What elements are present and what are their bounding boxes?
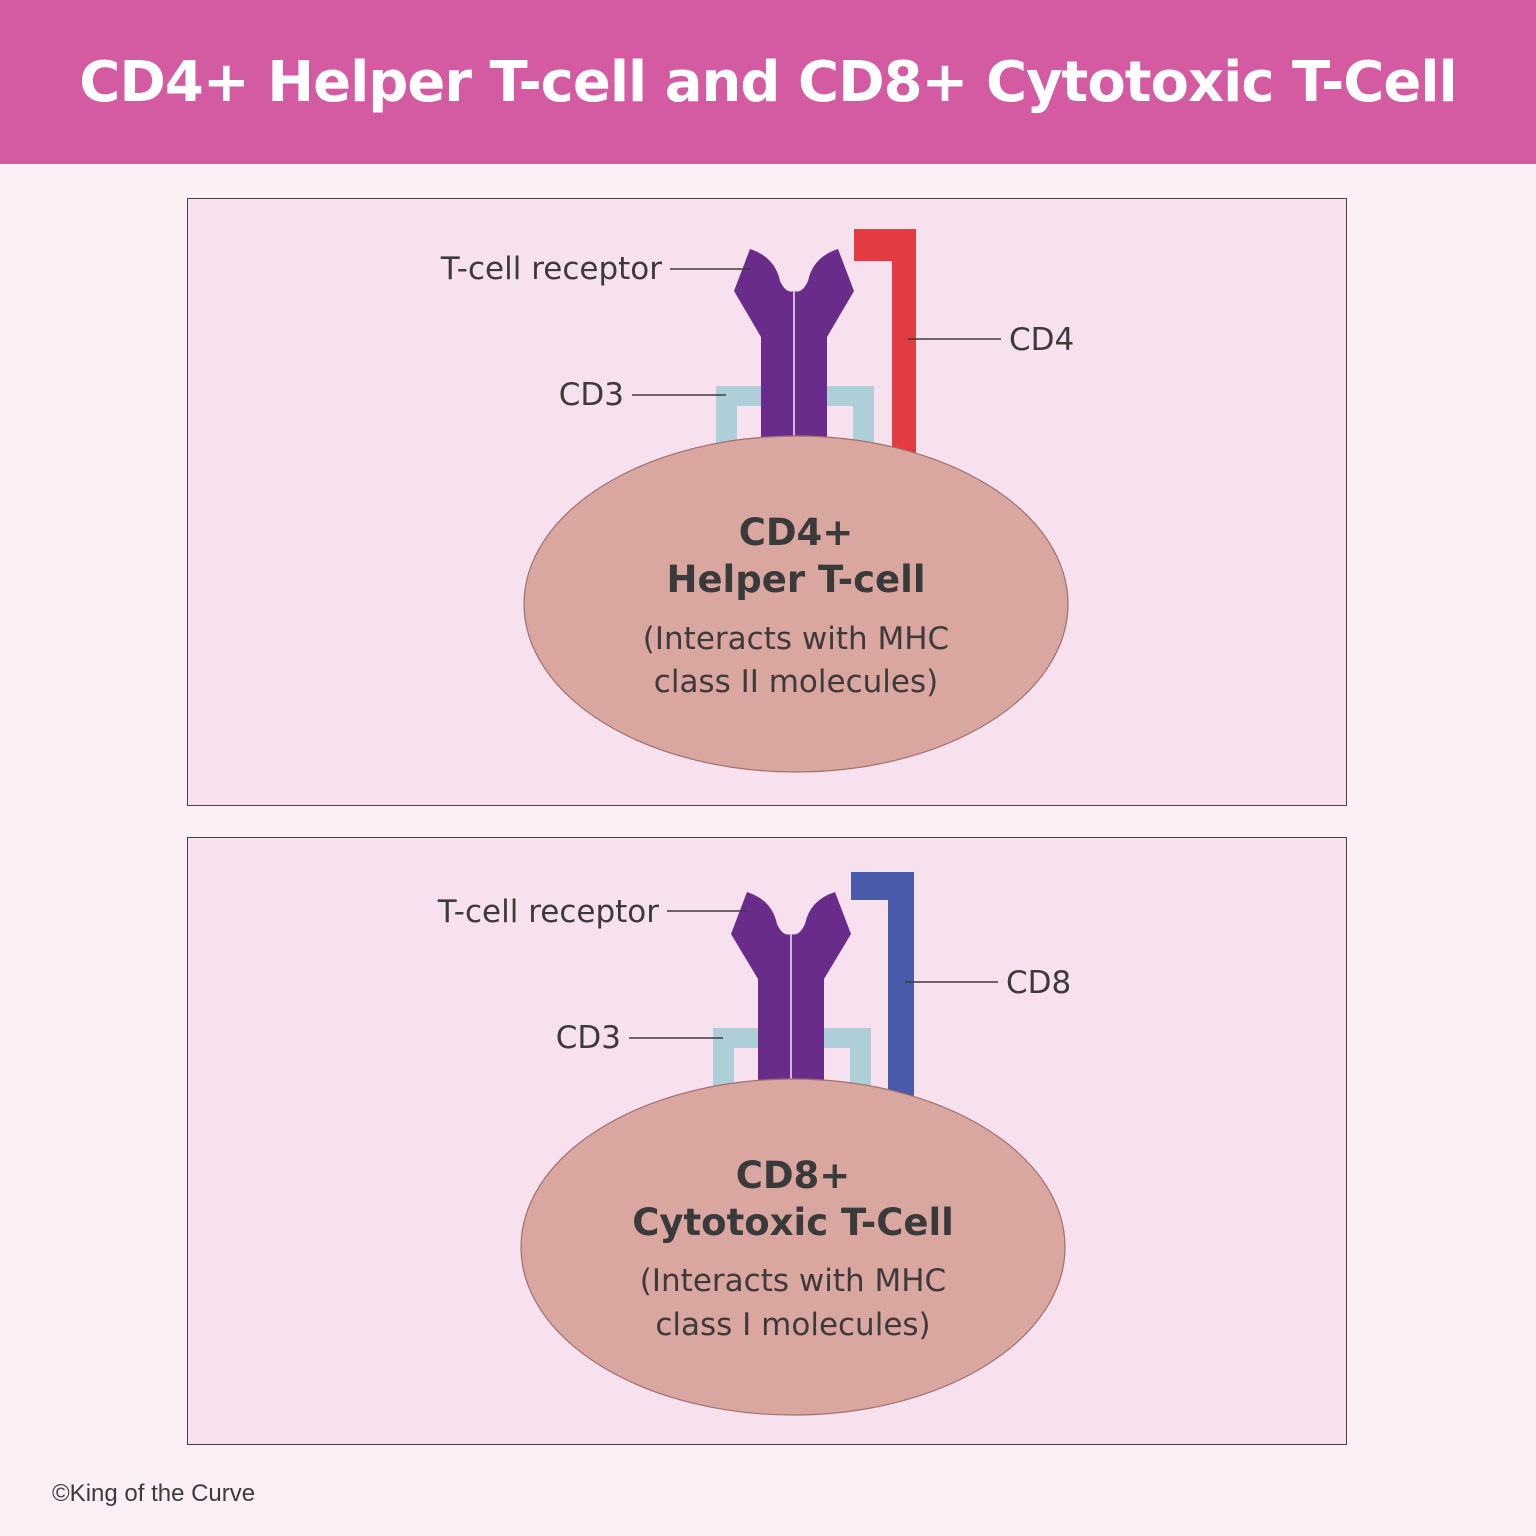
cd3-label: CD3 xyxy=(556,1020,621,1056)
cd4-diagram: T-cell receptor CD3 CD4 CD4+ Helper T-ce… xyxy=(440,229,1074,773)
cell-note-line2: class II molecules) xyxy=(654,664,938,700)
cell-note-line1: (Interacts with MHC xyxy=(640,1263,946,1299)
panel-cd8-cytotoxic: T-cell receptor CD3 CD8 CD8+ Cytotoxic T… xyxy=(187,837,1347,1445)
cell-note-line1: (Interacts with MHC xyxy=(643,621,949,657)
cell-title-line1: CD4+ xyxy=(739,511,854,554)
tcr-left-chain-shape xyxy=(734,249,794,439)
header-banner: CD4+ Helper T-cell and CD8+ Cytotoxic T-… xyxy=(0,0,1536,164)
tcr-right-chain-shape xyxy=(791,892,851,1081)
cd8-label: CD8 xyxy=(1006,965,1071,1001)
cell-title-line1: CD8+ xyxy=(736,1154,851,1197)
cd8-diagram: T-cell receptor CD3 CD8 CD8+ Cytotoxic T… xyxy=(437,872,1071,1416)
cytotoxic-t-cell-body xyxy=(520,1078,1066,1416)
panel-cd4-helper: T-cell receptor CD3 CD4 CD4+ Helper T-ce… xyxy=(187,198,1347,806)
tcr-label: T-cell receptor xyxy=(440,251,663,287)
tcr-label: T-cell receptor xyxy=(437,894,660,930)
tcr-left-chain-shape xyxy=(731,892,791,1081)
cell-title-line2: Helper T-cell xyxy=(667,558,926,601)
copyright-notice: ©King of the Curve xyxy=(52,1480,256,1507)
tcr-right-chain-shape xyxy=(794,249,854,439)
page-title: CD4+ Helper T-cell and CD8+ Cytotoxic T-… xyxy=(79,49,1457,115)
cell-title-line2: Cytotoxic T-Cell xyxy=(632,1201,954,1244)
cell-note-line2: class I molecules) xyxy=(655,1307,930,1343)
cd4-label: CD4 xyxy=(1009,322,1074,358)
cd4-coreceptor-shape xyxy=(854,229,916,454)
cd8-coreceptor-shape xyxy=(851,872,914,1096)
helper-t-cell-body xyxy=(523,435,1069,773)
cd3-label: CD3 xyxy=(559,377,624,413)
